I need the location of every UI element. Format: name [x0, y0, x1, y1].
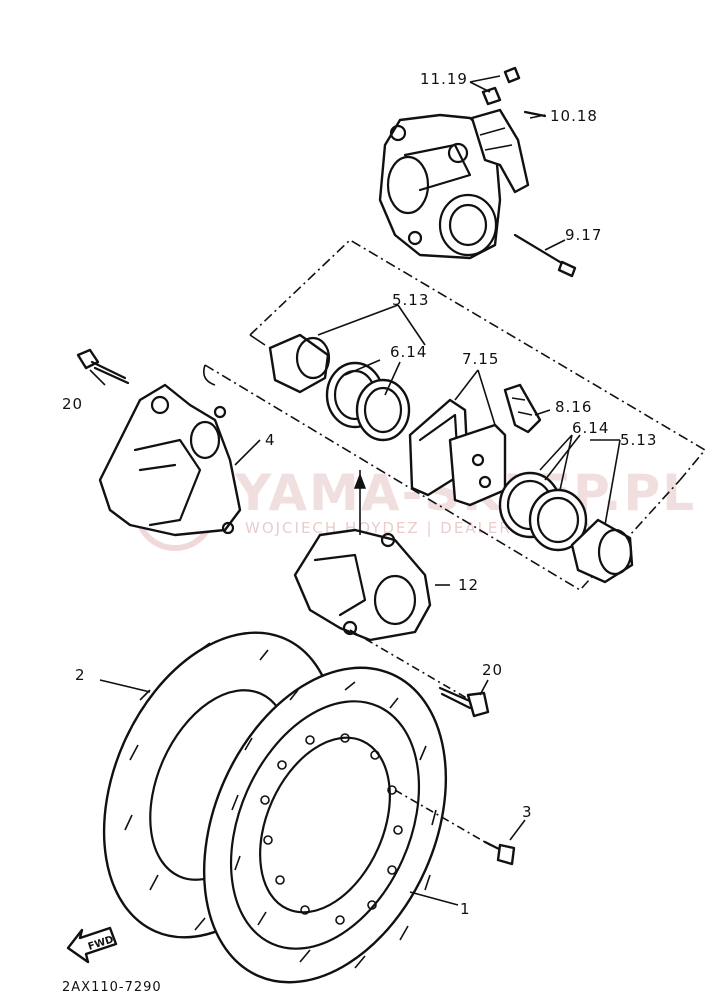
diagram-code: 2AX110-7290	[62, 980, 162, 995]
label-5-13-top: 5.13	[392, 291, 429, 309]
piston-right	[570, 518, 634, 584]
disc-front	[202, 666, 448, 984]
pad-spring	[503, 383, 542, 434]
bolt-bottom	[349, 629, 490, 718]
upper-caliper	[378, 66, 577, 278]
seal-left	[325, 361, 411, 442]
label-10-18: 10.18	[550, 107, 598, 125]
label-12: 12	[458, 576, 479, 594]
label-8-16: 8.16	[555, 398, 592, 416]
label-6-14-top: 6.14	[390, 343, 427, 361]
seal-right	[498, 471, 588, 552]
label-2: 2	[75, 666, 86, 684]
arrow-head	[353, 473, 367, 489]
label-4: 4	[265, 431, 276, 449]
left-caliper	[98, 383, 242, 537]
label-5-13-right: 5.13	[620, 431, 657, 449]
label-20-top: 20	[62, 395, 83, 413]
label-1: 1	[460, 900, 471, 918]
label-20-bottom: 20	[482, 661, 503, 679]
part-labels: 11.19 10.18 9.17 5.13 6.14 7.15 8.16 20 …	[62, 70, 657, 918]
assembly-outline	[202, 239, 707, 592]
label-11-19: 11.19	[420, 70, 468, 88]
leader-lines	[89, 75, 621, 906]
piston-left	[268, 333, 331, 394]
bolt-top	[76, 348, 130, 385]
label-6-14-right: 6.14	[572, 419, 609, 437]
label-9-17: 9.17	[565, 226, 602, 244]
fwd-arrow: FWD	[66, 926, 118, 964]
label-7-15: 7.15	[462, 350, 499, 368]
brake-pads	[408, 398, 507, 507]
label-3: 3	[522, 803, 533, 821]
right-caliper	[293, 528, 432, 642]
disc-bolt	[394, 789, 516, 866]
